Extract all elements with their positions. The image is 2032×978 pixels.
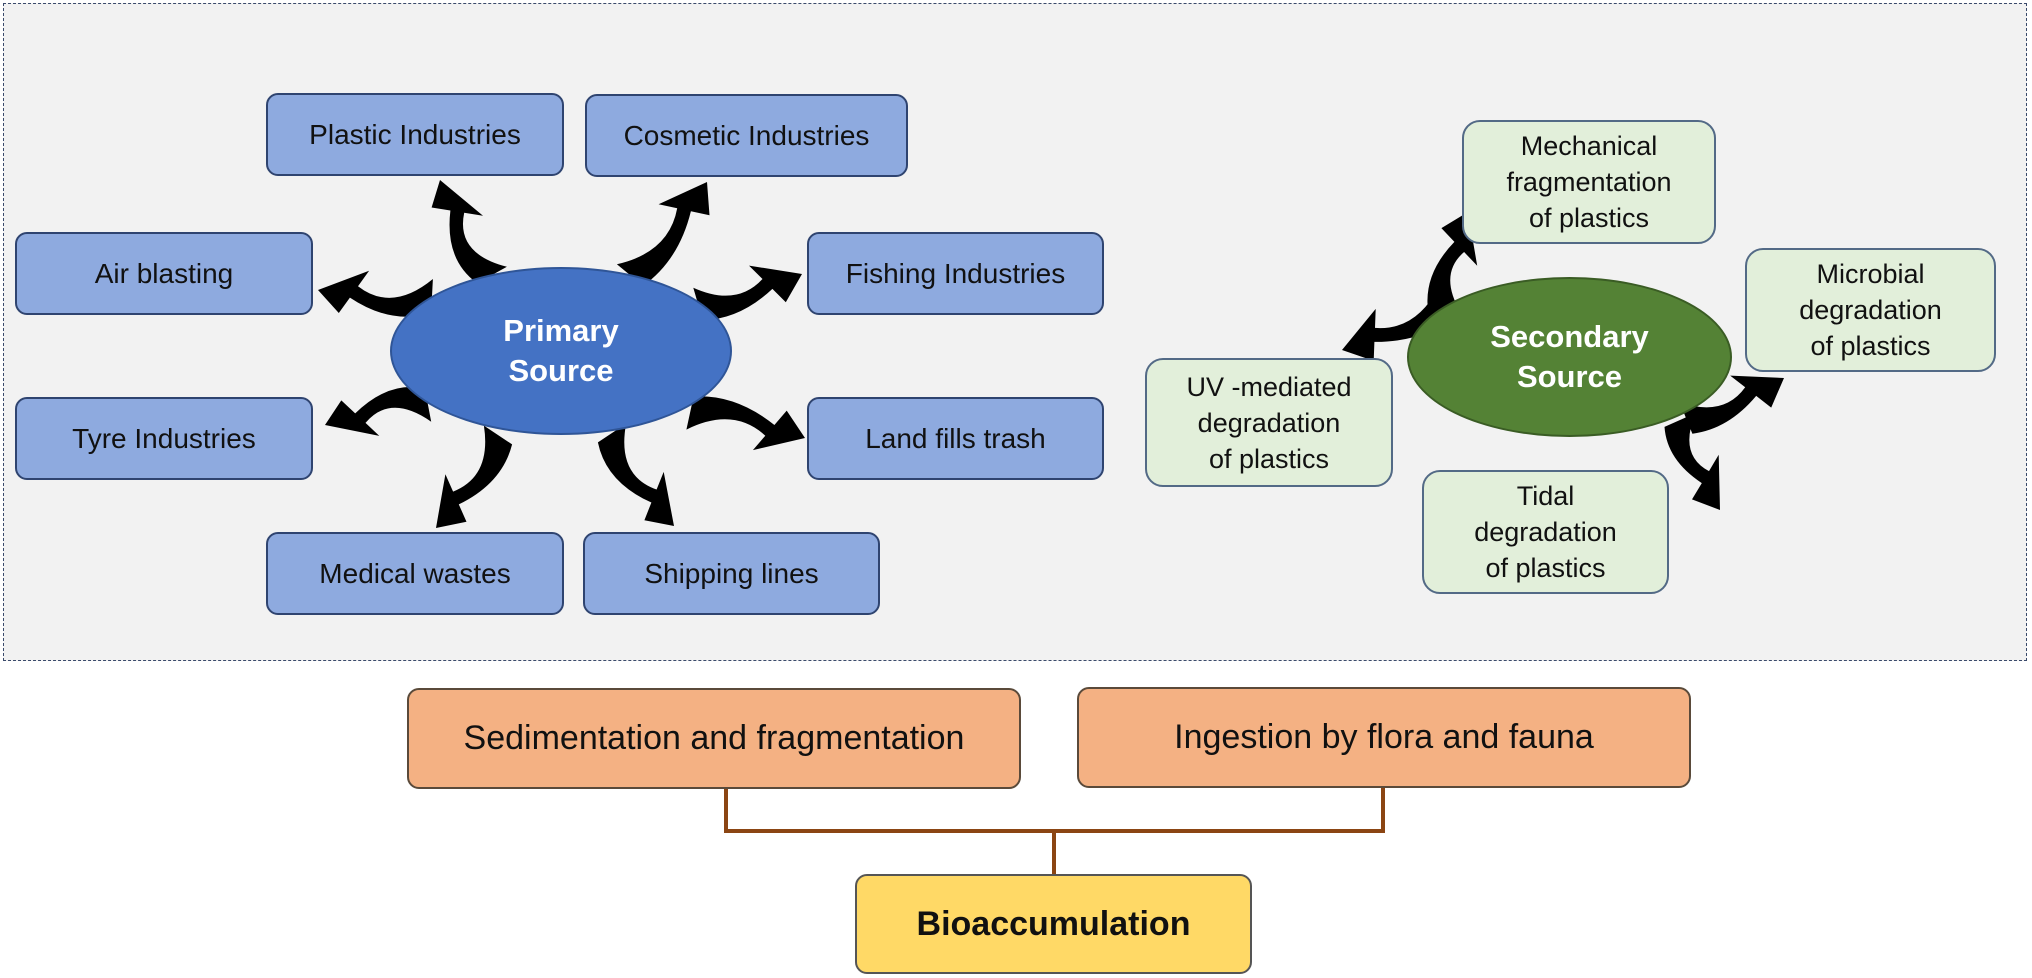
arrow-to-air-blasting	[318, 270, 433, 317]
arrow-to-mechanical-fragmentation	[1427, 212, 1478, 313]
land-fills-trash-box: Land fills trash	[807, 397, 1104, 480]
arrow-to-plastic-industries	[431, 180, 507, 284]
bioaccumulation-box: Bioaccumulation	[855, 874, 1252, 974]
ingestion-flora-fauna-box: Ingestion by flora and fauna	[1077, 687, 1691, 788]
tyre-industries-box: Tyre Industries	[15, 397, 313, 480]
arrow-to-medical-wastes	[436, 425, 513, 528]
secondary-source-node: Secondary Source	[1407, 277, 1732, 437]
arrow-to-tyre-industries	[325, 386, 432, 436]
shipping-lines-box: Shipping lines	[583, 532, 880, 615]
medical-wastes-box: Medical wastes	[266, 532, 564, 615]
microbial-degradation-box: Microbial degradation of plastics	[1745, 248, 1996, 372]
arrow-to-uv-degradation	[1342, 286, 1454, 361]
arrow-to-land-fills-trash	[686, 396, 805, 451]
uv-degradation-box: UV -mediated degradation of plastics	[1145, 358, 1393, 487]
air-blasting-box: Air blasting	[15, 232, 313, 315]
tidal-degradation-box: Tidal degradation of plastics	[1422, 470, 1669, 594]
cosmetic-industries-box: Cosmetic Industries	[585, 94, 908, 177]
plastic-industries-box: Plastic Industries	[266, 93, 564, 176]
arrow-to-cosmetic-industries	[616, 182, 710, 286]
primary-source-node: Primary Source	[390, 267, 732, 435]
arrow-to-microbial-degradation	[1679, 375, 1784, 434]
mechanical-fragmentation-box: Mechanical fragmentation of plastics	[1462, 120, 1716, 244]
sedimentation-fragmentation-box: Sedimentation and fragmentation	[407, 688, 1021, 789]
arrow-to-shipping-lines	[597, 423, 674, 526]
arrow-to-fishing-industries	[693, 265, 802, 321]
arrow-to-tidal-degradation	[1664, 413, 1720, 510]
fishing-industries-box: Fishing Industries	[807, 232, 1104, 315]
